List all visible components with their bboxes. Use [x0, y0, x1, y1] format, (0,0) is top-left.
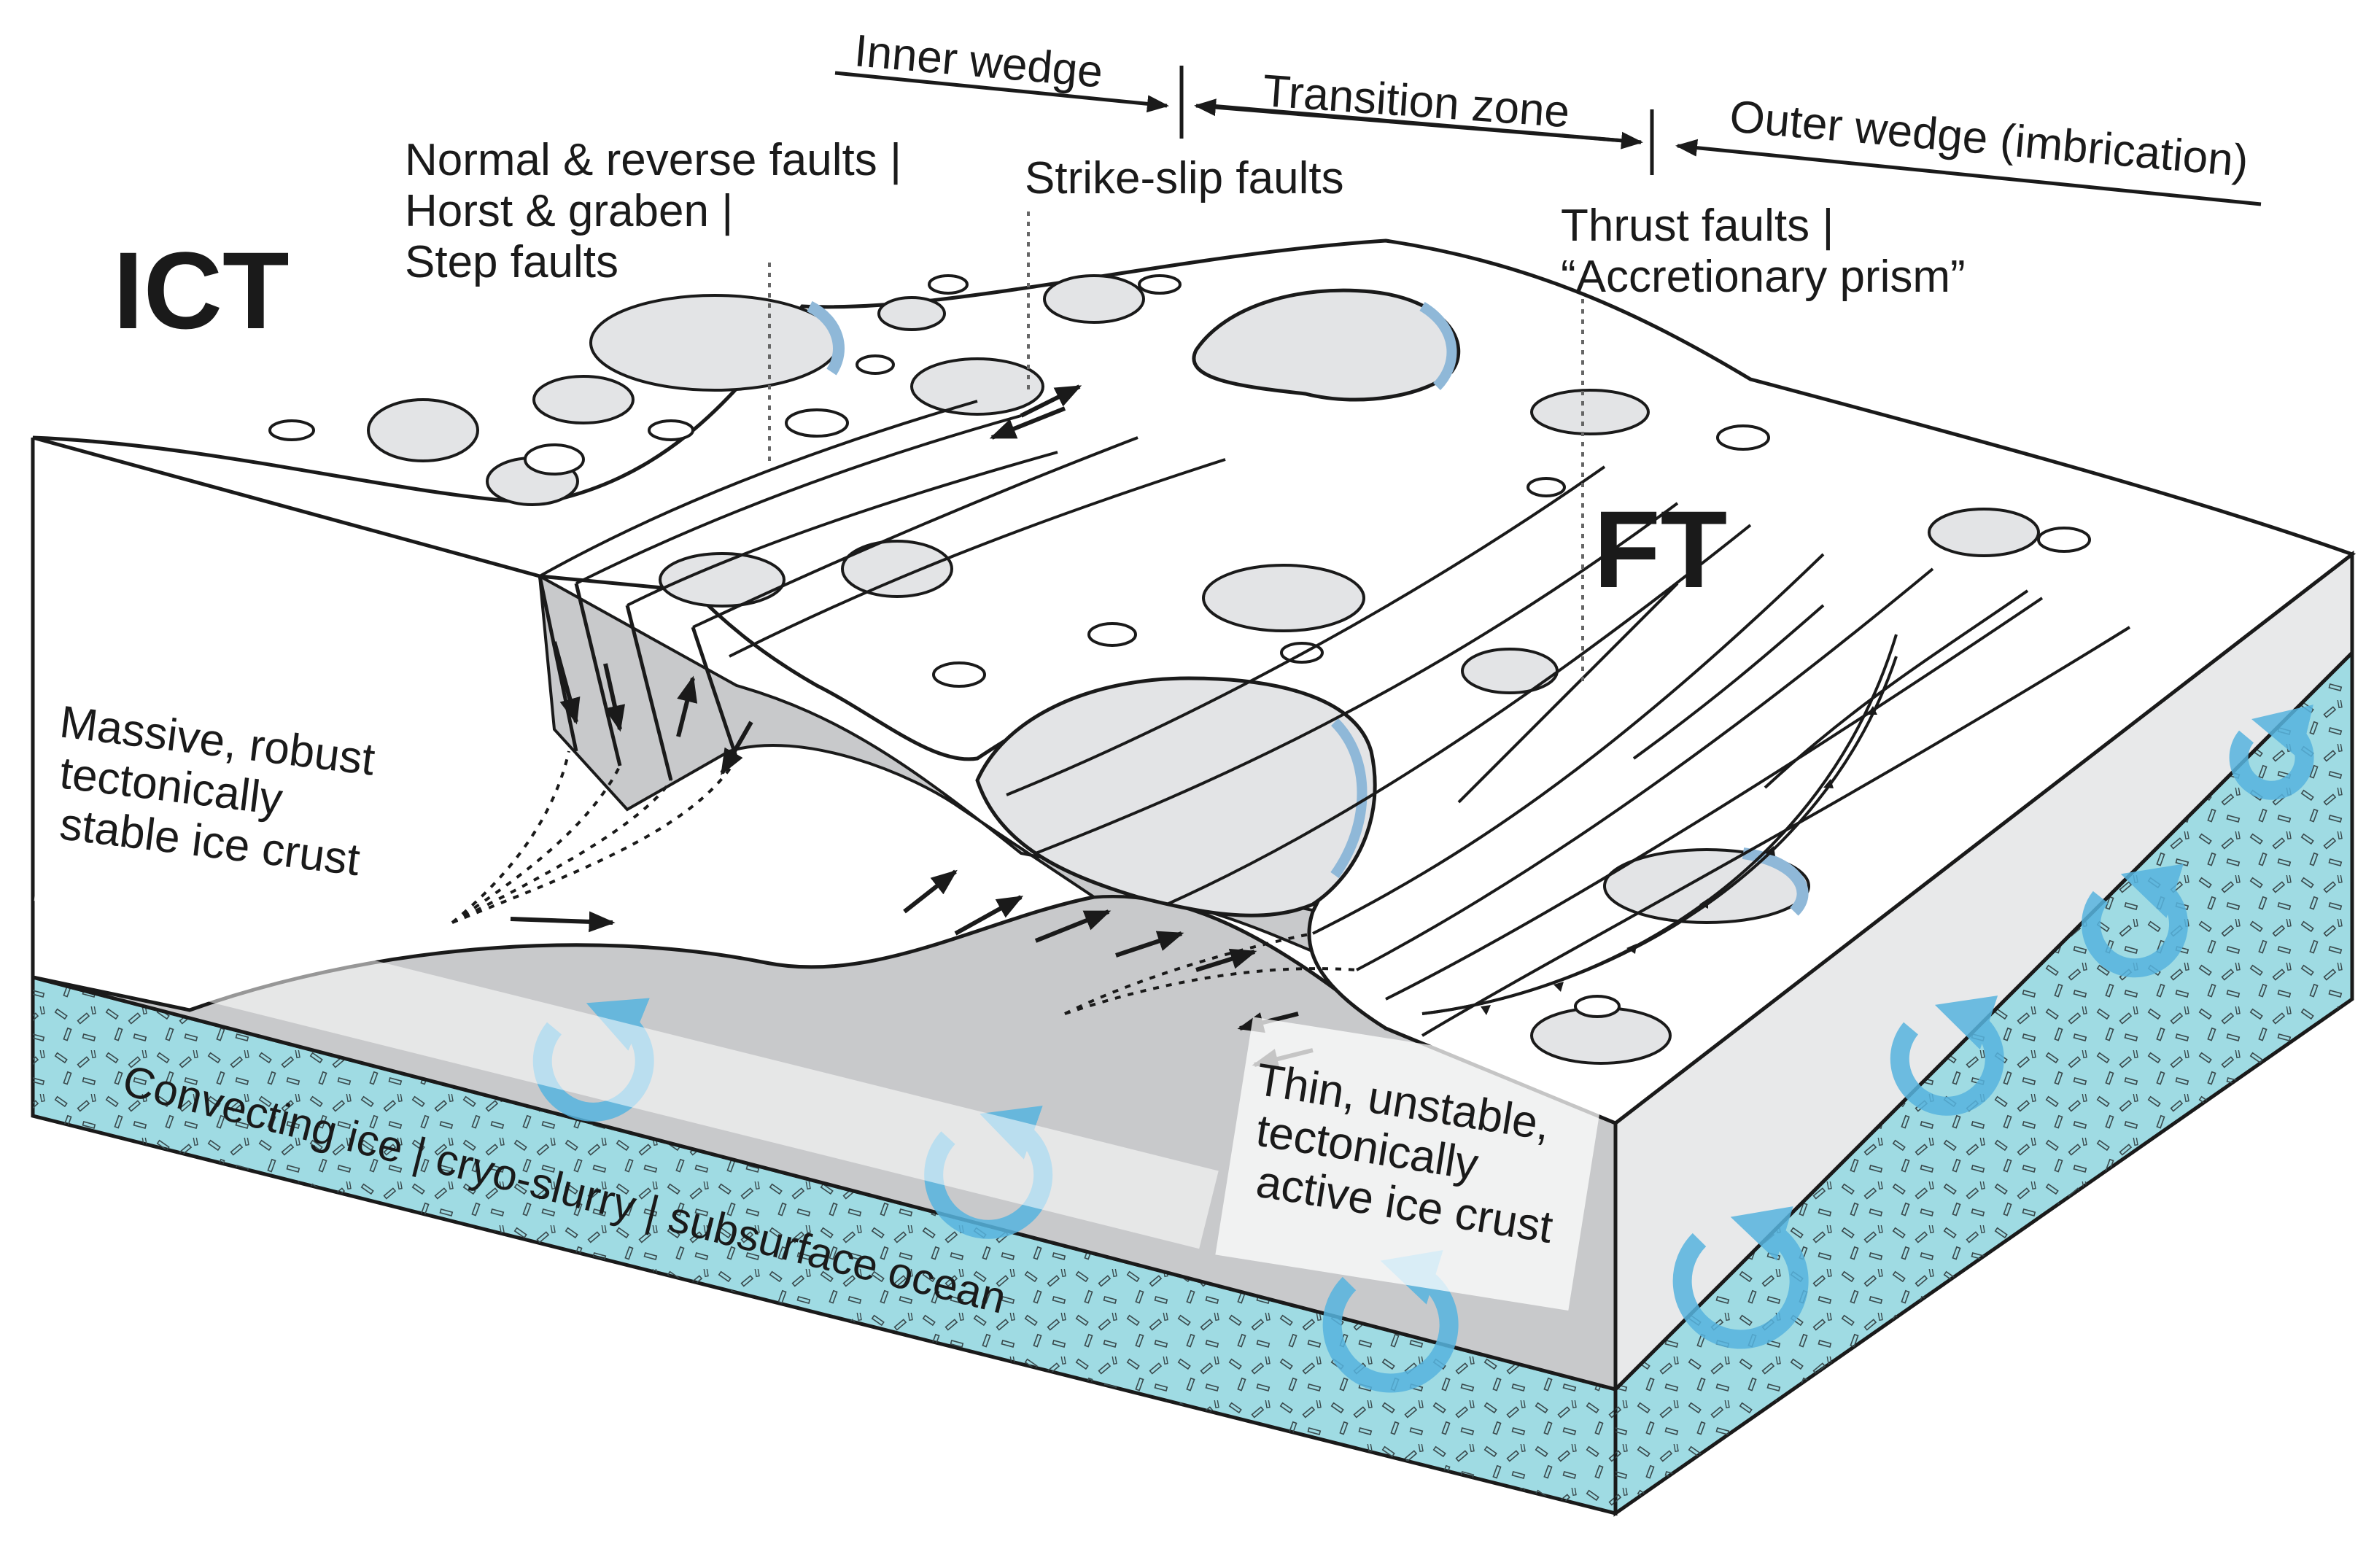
- accretionary-prism-label: “Accretionary prism”: [1561, 252, 1966, 302]
- ict-label: ICT: [113, 229, 290, 352]
- subsurface-fault-traces: [451, 750, 1357, 1015]
- crater: [1928, 508, 2040, 557]
- strike-slip-label: Strike-slip faults: [1025, 153, 1344, 203]
- fault-scarp-face: [538, 573, 1361, 974]
- crater: [1043, 274, 1145, 324]
- crater: [1202, 564, 1365, 632]
- unstable-crust-note: Thin, unstable, tectonically active ice …: [1215, 1017, 1606, 1311]
- crater: [1530, 389, 1650, 435]
- convection-arrow-icon: [1890, 995, 2004, 1116]
- crater: [877, 296, 946, 331]
- crater: [659, 552, 785, 608]
- convection-arrow-icon: [1322, 1250, 1459, 1393]
- convection-arrow-icon: [2082, 863, 2189, 978]
- craters: [268, 274, 2091, 1065]
- thrust-front: [1421, 634, 1898, 1015]
- outer-wedge-label: Outer wedge (imbrication): [1728, 91, 2251, 187]
- surface-fault-lines: [539, 400, 2131, 1037]
- crater: [589, 294, 840, 392]
- horst-graben-label: Horst & graben |: [405, 186, 733, 236]
- thrust-faults-label: Thrust faults |: [1561, 201, 1834, 251]
- stable-crust-note: Massive, robust tectonically stable ice …: [34, 669, 407, 944]
- convection-arrow-icon: [2229, 705, 2314, 800]
- crater: [367, 398, 479, 462]
- crater: [841, 540, 953, 598]
- normal-faults-label: Normal & reverse faults |: [405, 135, 901, 185]
- label-pointers: [768, 211, 1584, 686]
- crater: [910, 357, 1044, 416]
- convection-arrow-icon: [1672, 1206, 1809, 1349]
- transition-zone-label: Transition zone: [1261, 66, 1571, 137]
- ft-label: FT: [1594, 488, 1727, 610]
- inner-wedge-label: Inner wedge: [853, 26, 1105, 97]
- crater: [1461, 648, 1559, 694]
- crater: [532, 375, 635, 424]
- zone-arrows: [834, 66, 2262, 206]
- fault-motion-arrows: [510, 384, 1314, 1070]
- large-crater: [975, 676, 1377, 917]
- step-faults-label: Step faults: [405, 237, 618, 287]
